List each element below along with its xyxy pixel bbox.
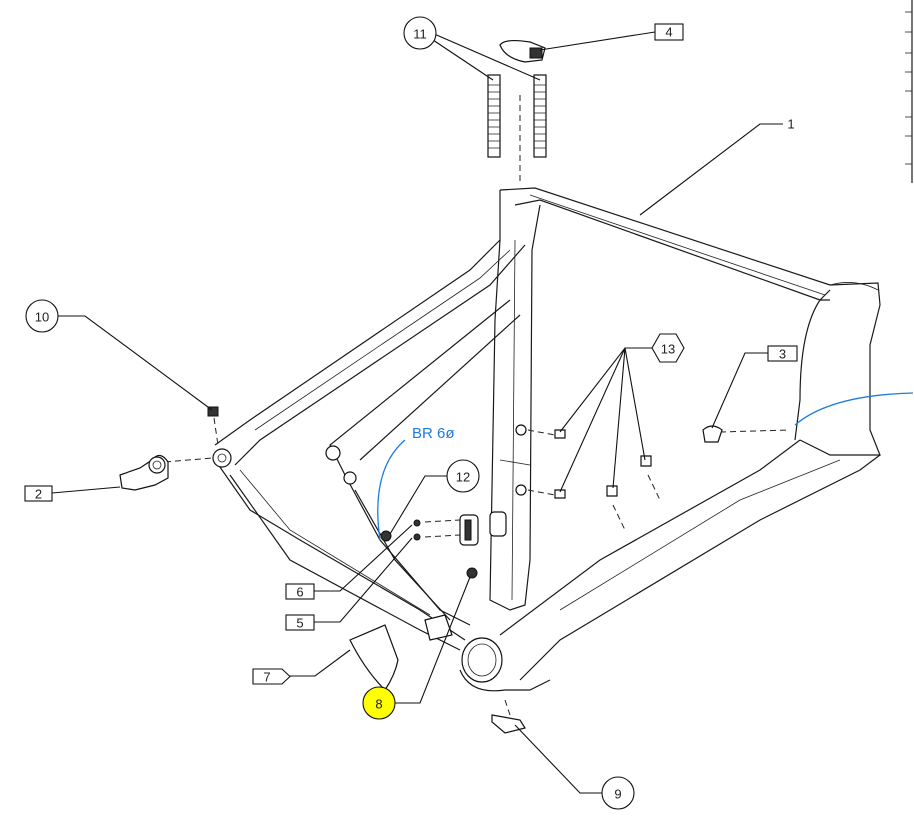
- callout-label: 9: [614, 787, 621, 802]
- callout-8: 8: [362, 686, 396, 720]
- callout-label: 3: [779, 347, 786, 362]
- callout-label: 10: [35, 310, 49, 325]
- callout-12: 12: [446, 459, 480, 493]
- callout-1: 1: [787, 117, 794, 132]
- callout-11: 11: [403, 16, 437, 50]
- assembly-lines: [164, 95, 791, 716]
- callout-label: 8: [375, 697, 382, 712]
- seatpost-insert-springs: [487, 74, 547, 158]
- callout-7: 7: [252, 668, 291, 685]
- callout-label: 2: [35, 487, 42, 502]
- bike-frame: [212, 187, 881, 692]
- callout-2: 2: [24, 485, 53, 502]
- leader-lines: [51, 31, 783, 794]
- small-parts: [119, 39, 723, 734]
- callout-6: 6: [285, 583, 315, 600]
- callout-label: 12: [456, 470, 470, 485]
- callout-label: 11: [413, 27, 427, 42]
- bottle-bolts: [554, 429, 652, 499]
- brake-routing-note-label: BR 6ø: [412, 425, 455, 442]
- title-block-edge: [905, 0, 913, 183]
- brake-routing-note: [377, 392, 914, 541]
- callout-label: 7: [263, 670, 270, 685]
- callout-13: 13: [651, 333, 685, 363]
- callout-4: 4: [654, 23, 684, 41]
- callout-label: 5: [296, 616, 303, 631]
- callout-label: 4: [665, 25, 672, 40]
- callout-9: 9: [601, 776, 635, 810]
- callout-label: 13: [661, 342, 675, 357]
- callout-10: 10: [25, 299, 59, 333]
- callout-5: 5: [285, 614, 315, 631]
- callout-label: 1: [787, 117, 794, 132]
- callout-label: 6: [296, 585, 303, 600]
- callout-3: 3: [767, 345, 798, 362]
